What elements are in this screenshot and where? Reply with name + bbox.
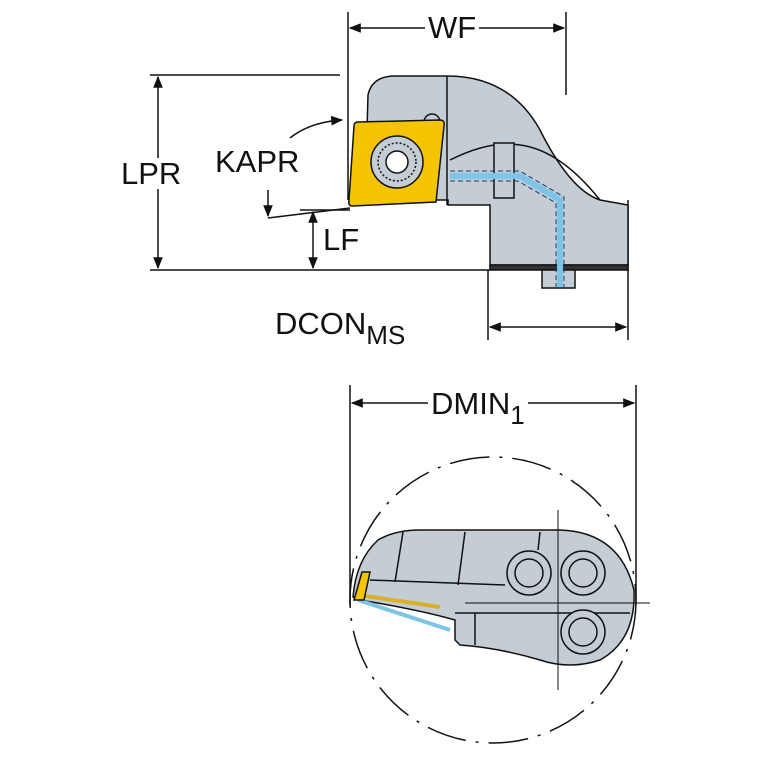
dmin-label: DMIN1 [428,386,528,428]
dmin-subscript: 1 [510,400,525,430]
wf-label: WF [425,12,480,43]
dmin-main: DMIN [431,386,511,421]
dcon-label: DCONMS [272,306,408,348]
lf-label: LF [323,222,360,257]
side-view-holder [348,75,629,289]
lpr-label: LPR [118,158,185,189]
front-view-holder [349,456,650,744]
coolant-channel [450,173,563,287]
dcon-subscript: MS [366,320,406,350]
dcon-main: DCON [275,306,367,341]
kapr-label: KAPR [215,144,300,179]
